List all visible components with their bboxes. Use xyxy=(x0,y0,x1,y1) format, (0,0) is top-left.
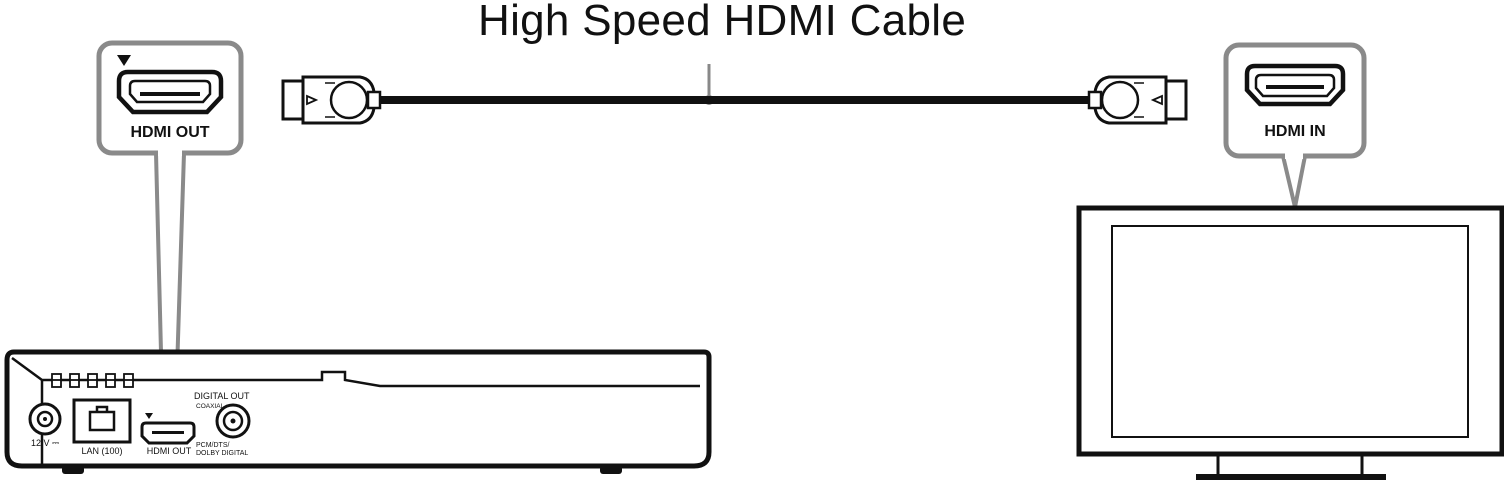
triangle-marker-icon xyxy=(117,55,131,66)
tv-callout-label: HDMI IN xyxy=(1264,123,1325,140)
hdmi-out-port-label: HDMI OUT xyxy=(147,446,192,456)
hdmi-port-icon xyxy=(116,69,224,115)
hdmi-cable xyxy=(281,64,1188,125)
hdmi-port-icon xyxy=(1244,63,1346,107)
vent-slots xyxy=(51,373,134,388)
coaxial-label: COAXIAL xyxy=(196,403,225,410)
dolby-label: DOLBY DIGITAL xyxy=(196,450,248,457)
power-label: 12 V ⎓ xyxy=(31,438,59,448)
lan-label: LAN (100) xyxy=(81,446,122,456)
coaxial-jack-icon xyxy=(215,403,251,439)
power-jack-icon xyxy=(28,402,62,436)
player-callout-label: HDMI OUT xyxy=(130,124,209,141)
tv-hdmi-callout: HDMI IN xyxy=(1223,42,1367,209)
triangle-marker-icon xyxy=(145,413,153,419)
digital-out-label: DIGITAL OUT xyxy=(194,391,250,401)
hdmi-plug-icon xyxy=(281,75,382,125)
hdmi-port-icon xyxy=(140,421,196,445)
tv-stand-base xyxy=(1196,474,1386,480)
cable-title: High Speed HDMI Cable xyxy=(478,0,967,45)
tv-device xyxy=(1076,205,1504,480)
pcm-label: PCM/DTS/ xyxy=(196,442,230,449)
tv-screen xyxy=(1111,225,1469,438)
player-device: 12 V ⎓ LAN (100) HDMI OUT DIGITAL OUT CO… xyxy=(4,349,712,474)
ethernet-port-icon xyxy=(72,398,132,444)
hdmi-plug-icon xyxy=(1087,75,1188,125)
